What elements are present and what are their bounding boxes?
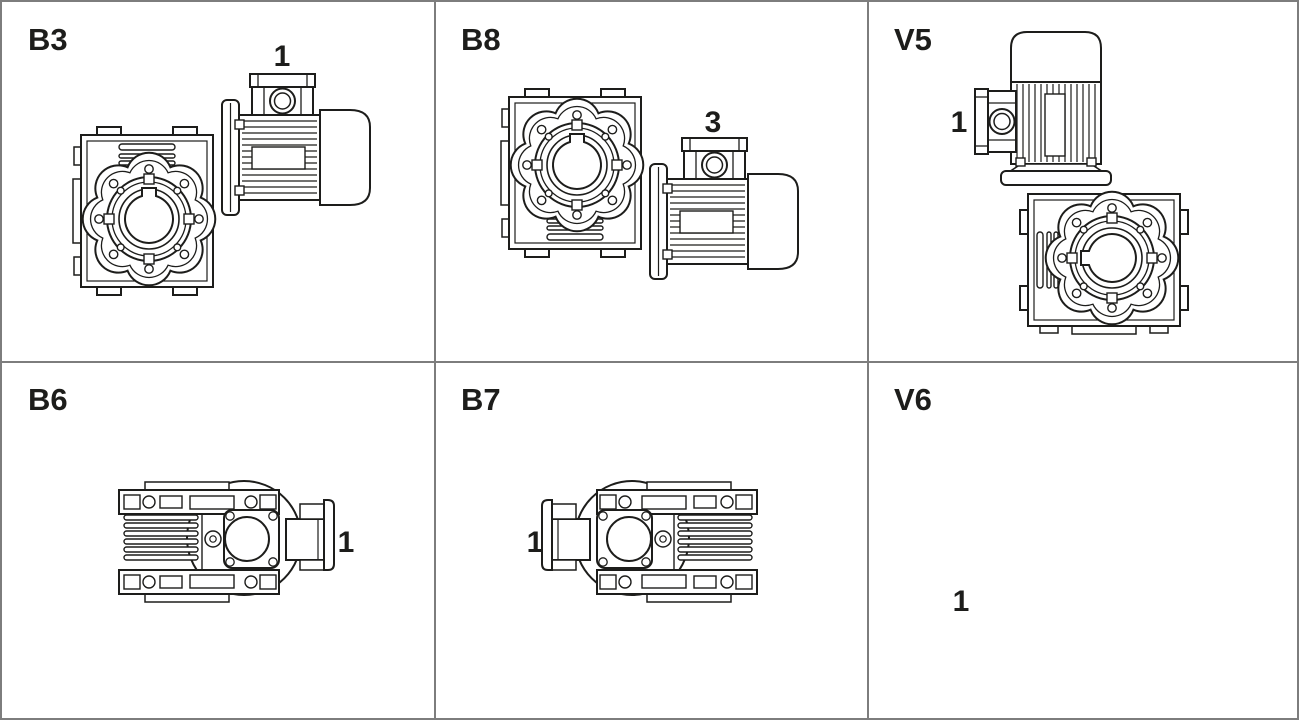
cell-position-b7: B7 1 [435,362,868,718]
cell-position-v6: V6 1 [868,362,1299,720]
mounting-position-label: B3 [28,22,68,57]
terminal-box-position-number: 1 [273,40,291,73]
mounting-position-label: V6 [894,382,932,417]
motor-side-view [649,163,799,280]
terminal-box-position-number: 1 [950,106,968,139]
mounting-position-label: B6 [28,382,68,417]
grid-divider-horizontal [2,361,1297,363]
motor-side-view [221,99,371,216]
terminal-box-position-number: 3 [704,106,722,139]
cell-position-b8: B8 3 [435,2,868,362]
grid-divider-vertical-1 [434,2,436,718]
gearmotor-top-view-mirrored [541,480,758,603]
terminal-box-position-number: 1 [952,585,970,618]
motor-vertical-view [1000,31,1112,186]
cell-position-b6: B6 1 [2,362,435,718]
mounting-position-label: V5 [894,22,932,57]
terminal-box-position-number: 1 [526,526,544,559]
terminal-box [974,88,1017,155]
grid-divider-vertical-2 [867,2,869,718]
terminal-box [681,137,748,180]
cell-position-v5: V5 1 [868,2,1297,362]
gearmotor-drawing-v6 [868,362,1299,720]
mounting-position-label: B7 [461,382,501,417]
terminal-box [249,73,316,116]
gearmotor-top-view [118,480,335,603]
gearmotor-drawing-v5 [974,31,1189,335]
mounting-position-label: B8 [461,22,501,57]
cell-position-b3: B3 1 [2,2,435,362]
terminal-box-position-number: 1 [337,526,355,559]
